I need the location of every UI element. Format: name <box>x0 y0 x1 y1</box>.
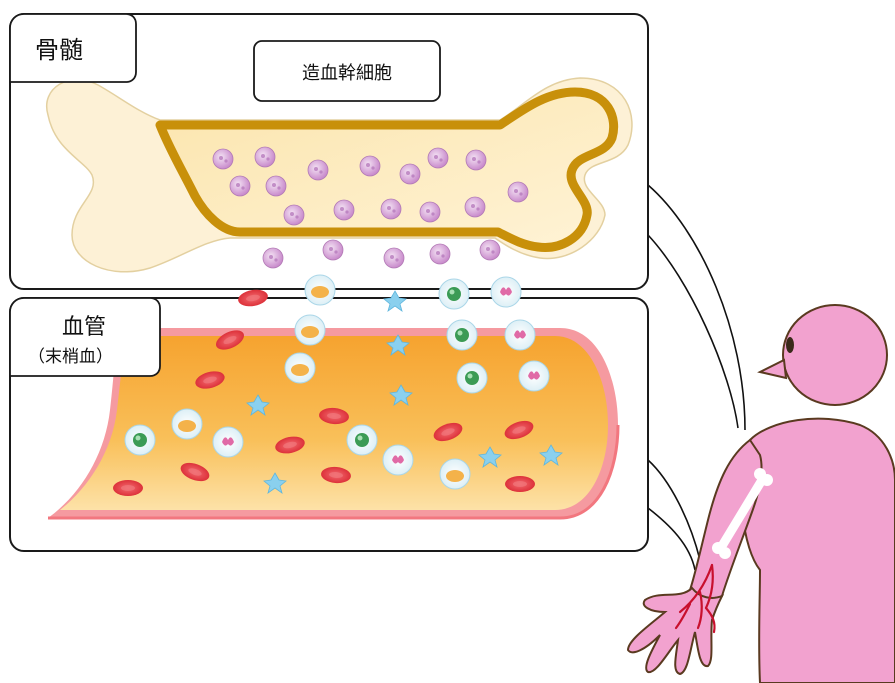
white-blood-cell-icon <box>439 279 469 309</box>
stem-cell-icon <box>466 150 486 170</box>
blood-vessel-label-text: 血管 <box>62 315 106 340</box>
stem-cell-icon <box>428 148 448 168</box>
red-blood-cell-icon <box>505 476 535 492</box>
stem-cell-icon <box>508 182 528 202</box>
stem-cell-icon <box>384 248 404 268</box>
white-blood-cell-icon <box>505 320 535 350</box>
white-blood-cell-icon <box>519 361 549 391</box>
stem-cell-icon <box>263 248 283 268</box>
white-blood-cell-icon <box>491 277 521 307</box>
blood-vessel-panel: 血管 （末梢血） <box>10 298 648 551</box>
stem-cell-icon <box>430 244 450 264</box>
stem-cell-icon <box>334 200 354 220</box>
white-blood-cell-icon <box>347 425 377 455</box>
stem-cell-icon <box>381 199 401 219</box>
white-blood-cell-icon <box>213 427 243 457</box>
stem-cell-icon <box>284 205 304 225</box>
bone-marrow-label: 骨髄 <box>10 14 136 82</box>
stem-cell-icon <box>360 156 380 176</box>
white-blood-cell-icon <box>295 315 325 345</box>
stem-cell-label: 造血幹細胞 <box>254 41 440 101</box>
stem-cell-icon <box>400 164 420 184</box>
stem-cell-icon <box>480 240 500 260</box>
red-blood-cell-icon <box>113 480 143 496</box>
stem-cell-icon <box>266 176 286 196</box>
white-blood-cell-icon <box>172 409 202 439</box>
bone-marrow-label-text: 骨髄 <box>35 36 83 64</box>
peripheral-blood-label-text: （末梢血） <box>28 347 113 367</box>
white-blood-cell-icon <box>285 353 315 383</box>
white-blood-cell-icon <box>383 445 413 475</box>
white-blood-cell-icon <box>305 275 335 305</box>
stem-cell-label-text: 造血幹細胞 <box>302 63 392 84</box>
stem-cell-icon <box>213 149 233 169</box>
stem-cell-icon <box>255 147 275 167</box>
white-blood-cell-icon <box>125 425 155 455</box>
stem-cell-icon <box>323 240 343 260</box>
person-figure <box>628 305 895 683</box>
white-blood-cell-icon <box>447 320 477 350</box>
stem-cell-icon <box>420 202 440 222</box>
blood-vessel-label: 血管 （末梢血） <box>10 298 160 376</box>
stem-cell-icon <box>465 197 485 217</box>
white-blood-cell-icon <box>440 459 470 489</box>
stem-cell-icon <box>308 160 328 180</box>
stem-cell-icon <box>230 176 250 196</box>
white-blood-cell-icon <box>457 363 487 393</box>
